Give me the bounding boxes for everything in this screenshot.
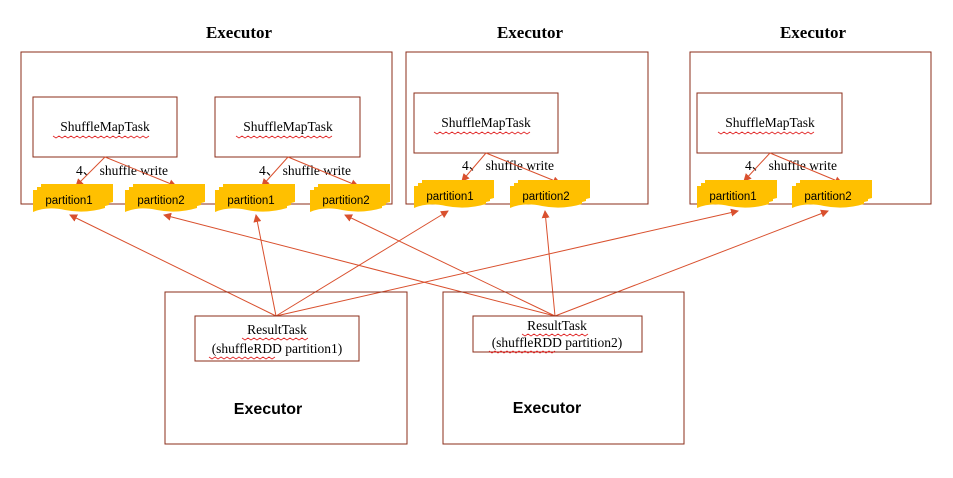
- result-task-label: ResultTask: [527, 318, 587, 333]
- shuffle-map-task-label: ShuffleMapTask: [60, 119, 150, 134]
- executor-2-label: Executor: [497, 23, 564, 42]
- partition2-label: partition2: [522, 191, 569, 203]
- shuffle-map-task-box: [696, 92, 843, 154]
- partition1-block: partition1: [697, 180, 777, 208]
- partition2-block: partition2: [125, 184, 205, 212]
- spellcheck-underline: [717, 131, 815, 135]
- read-arrow: [275, 208, 739, 317]
- partition2-label: partition2: [137, 195, 184, 207]
- spellcheck-underline: [208, 356, 276, 360]
- write-arrow-p2: [769, 152, 843, 184]
- executor-3: Executor ShuffleMapTask 4、 shuffle write…: [689, 23, 932, 208]
- executor-2: Executor ShuffleMapTask 4、 shuffle write…: [405, 23, 649, 208]
- read-arrow: [541, 210, 556, 317]
- partition2-block: partition2: [510, 180, 590, 208]
- shuffle-write-label: 4、 shuffle write: [745, 158, 837, 173]
- read-arrow: [275, 210, 449, 317]
- write-arrow-p1: [461, 152, 487, 182]
- result-executor-2: ResultTask (shuffleRDD partition2) Execu…: [442, 291, 685, 445]
- partition2-block: partition2: [310, 184, 390, 212]
- shuffle-map-task-label: ShuffleMapTask: [725, 115, 815, 130]
- partition1-block: partition1: [414, 180, 494, 208]
- write-arrow-p2: [485, 152, 561, 185]
- write-arrow-p2: [287, 156, 359, 188]
- partition1-label: partition1: [227, 195, 274, 207]
- result-executor-1-box: [164, 291, 408, 445]
- read-arrow: [69, 214, 277, 317]
- shuffle-map-task-label: ShuffleMapTask: [243, 119, 333, 134]
- shuffle-map-task-box: [413, 92, 559, 154]
- partition1-block: partition1: [215, 184, 295, 212]
- executor-1-box: [20, 51, 393, 205]
- result-executor-2-label: Executor: [513, 400, 581, 417]
- spellcheck-underline: [521, 333, 589, 337]
- shuffle-write-label: 4、 shuffle write: [462, 158, 554, 173]
- partition1-label: partition1: [426, 191, 473, 203]
- result-executor-2-box: [442, 291, 685, 445]
- write-arrow-p2: [104, 156, 177, 188]
- executor-2-maptask-1: ShuffleMapTask 4、 shuffle write partitio…: [413, 92, 590, 208]
- executor-1-maptask-1: ShuffleMapTask 4、 shuffle write partitio…: [32, 96, 205, 212]
- shuffle-map-task-label: ShuffleMapTask: [441, 115, 531, 130]
- executor-1: Executor ShuffleMapTask 4、 shuffle write…: [20, 23, 393, 212]
- result-executor-1-label: Executor: [234, 401, 302, 418]
- executor-1-label: Executor: [206, 23, 273, 42]
- spellcheck-underline: [433, 131, 531, 135]
- shuffle-map-task-box: [214, 96, 361, 158]
- read-arrow: [344, 214, 556, 317]
- executor-3-maptask-1: ShuffleMapTask 4、 shuffle write partitio…: [696, 92, 872, 208]
- shuffle-write-label: 4、 shuffle write: [259, 163, 351, 178]
- partition2-block: partition2: [792, 180, 872, 208]
- partition2-label: partition2: [804, 191, 851, 203]
- result-executor-1: ResultTask (shuffleRDD partition1) Execu…: [164, 291, 408, 445]
- spellcheck-underline: [235, 135, 333, 139]
- read-arrow: [554, 209, 829, 317]
- result-task-label: ResultTask: [247, 322, 307, 337]
- partition1-label: partition1: [709, 191, 756, 203]
- partition1-block: partition1: [33, 184, 113, 212]
- result-task-partition: (shuffleRDD partition2): [492, 335, 623, 350]
- partition2-label: partition2: [322, 195, 369, 207]
- read-arrow: [163, 212, 556, 317]
- executor-1-maptask-2: ShuffleMapTask 4、 shuffle write partitio…: [214, 96, 390, 212]
- spellcheck-underline: [241, 337, 309, 341]
- executor-3-label: Executor: [780, 23, 847, 42]
- shuffle-read-arrows: [69, 208, 829, 317]
- partition1-label: partition1: [45, 195, 92, 207]
- result-task-partition: (shuffleRDD partition1): [212, 341, 343, 356]
- write-arrow-p1: [261, 156, 289, 187]
- write-arrow-p1: [75, 156, 106, 187]
- write-arrow-p1: [743, 152, 771, 182]
- spellcheck-underline: [52, 135, 150, 139]
- read-arrow: [253, 214, 277, 317]
- shuffle-write-label: 4、 shuffle write: [76, 163, 168, 178]
- spellcheck-underline: [488, 350, 556, 354]
